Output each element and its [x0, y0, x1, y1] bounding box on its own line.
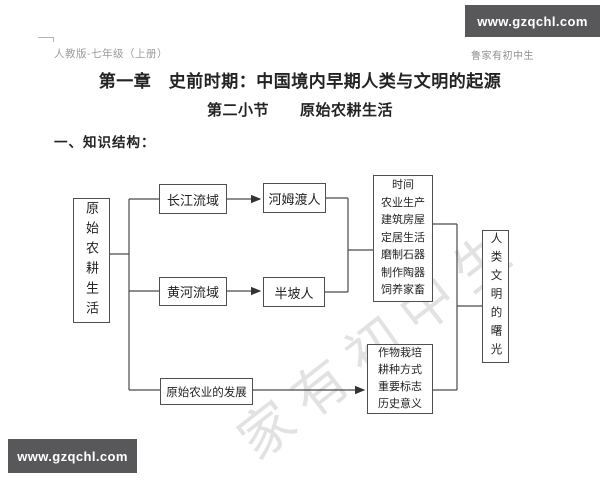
feature-line: 定居生活	[381, 231, 425, 244]
agriculture-development-box: 原始农业的发展	[160, 378, 253, 405]
edition-label: 人教版-七年级（上册）	[54, 48, 168, 60]
feature-line: 制作陶器	[381, 266, 425, 279]
site-banner-bottom: www.gzqchl.com	[8, 439, 137, 473]
culture-hemudu-box: 河姆渡人	[263, 183, 326, 213]
region-huanghe-box: 黄河流域	[159, 277, 227, 306]
agriculture-point-line: 作物栽培	[378, 347, 422, 359]
feature-line: 磨制石器	[381, 249, 425, 262]
agriculture-points-box: 作物栽培 耕种方式 重要标志 历史意义	[367, 344, 433, 414]
corner-mark	[38, 37, 54, 42]
knowledge-structure-label: 一、知识结构：	[54, 135, 156, 150]
agriculture-point-line: 历史意义	[378, 398, 422, 410]
lesson-subtitle: 第二小节 原始农耕生活	[206, 103, 393, 119]
site-banner-bottom-text: www.gzqchl.com	[17, 448, 128, 464]
site-banner-top: www.gzqchl.com	[465, 5, 600, 37]
account-label: 鲁家有初中生	[471, 51, 534, 62]
feature-line: 建筑房屋	[381, 214, 425, 227]
culture-features-box: 时间 农业生产 建筑房屋 定居生活 磨制石器 制作陶器 饲养家畜	[373, 175, 433, 302]
site-banner-top-text: www.gzqchl.com	[477, 13, 588, 29]
feature-line: 饲养家畜	[381, 284, 425, 297]
agriculture-point-line: 耕种方式	[378, 364, 422, 376]
culture-banpo-box: 半坡人	[263, 277, 325, 307]
feature-line: 时间	[392, 178, 414, 191]
flowchart-root-box: 原始农耕生活	[73, 198, 110, 323]
chapter-title: 第一章 史前时期：中国境内早期人类与文明的起源	[98, 72, 502, 91]
outcome-box: 人类文明的曙光	[482, 230, 509, 363]
region-changjiang-box: 长江流域	[159, 184, 227, 214]
feature-line: 农业生产	[381, 196, 425, 209]
agriculture-point-line: 重要标志	[378, 381, 422, 393]
